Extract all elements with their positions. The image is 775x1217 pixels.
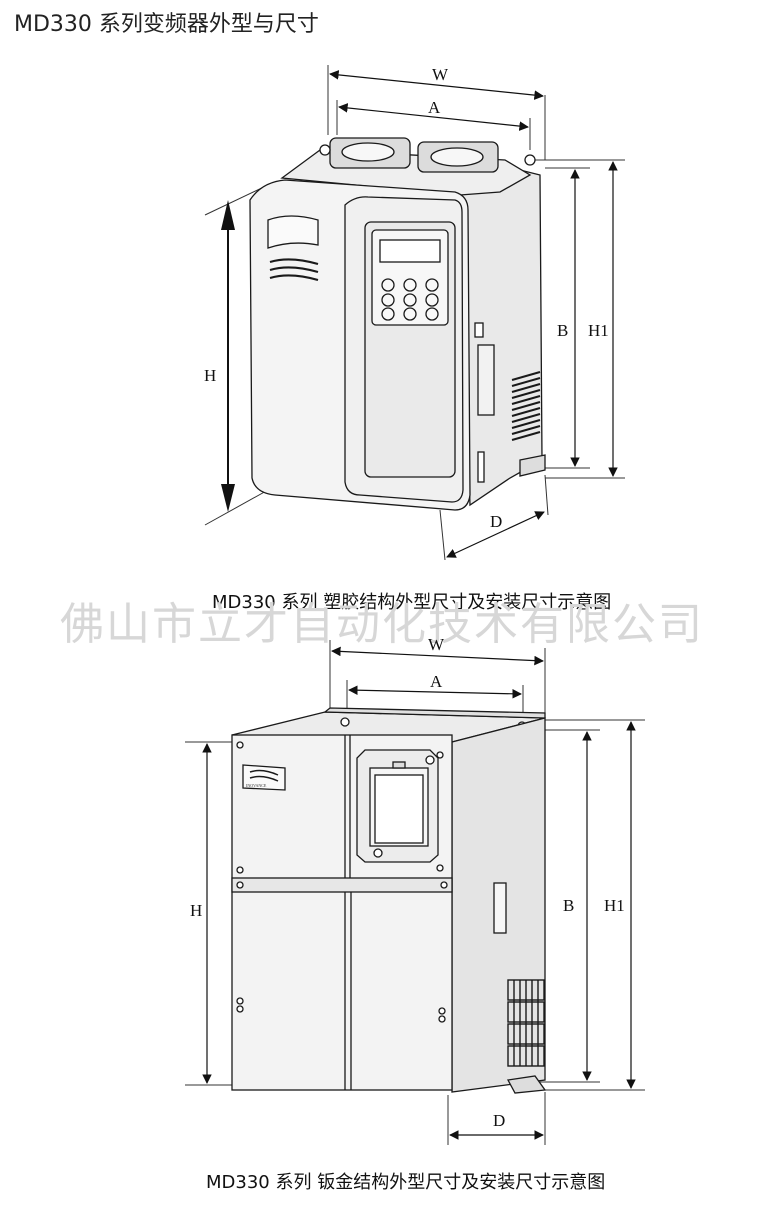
sheet-metal-structure-diagram: W A H B H1 D	[185, 635, 645, 1145]
label-d: D	[493, 1111, 505, 1130]
label-d: D	[490, 512, 502, 531]
sheet-metal-caption: MD330 系列 钣金结构外型尺寸及安装尺寸示意图	[206, 1172, 606, 1193]
logo-text: INOVANCE	[246, 783, 267, 788]
label-b: B	[557, 321, 568, 340]
sheet-metal-inverter-drawing	[231, 707, 547, 1094]
label-h: H	[204, 366, 216, 385]
plastic-structure-diagram: W A H B H1 D	[204, 65, 625, 561]
label-a: A	[430, 672, 443, 691]
label-h: H	[190, 901, 202, 920]
dim-a-line	[338, 103, 529, 131]
label-h1: H1	[588, 321, 609, 340]
plastic-inverter-drawing	[249, 137, 546, 511]
extension-lines	[204, 65, 625, 561]
plastic-caption: MD330 系列 塑胶结构外型尺寸及安装尺寸示意图	[212, 592, 612, 613]
label-a: A	[428, 98, 441, 117]
label-w: W	[432, 65, 449, 84]
page-title: MD330 系列变频器外型与尺寸	[14, 12, 319, 37]
dim-w-line	[329, 70, 544, 100]
label-w: W	[428, 635, 445, 654]
dim-a-line	[348, 685, 522, 699]
label-b: B	[563, 896, 574, 915]
dim-w-line	[331, 646, 544, 666]
label-h1: H1	[604, 896, 625, 915]
dim-h-line	[221, 200, 235, 512]
watermark: 佛山市立才自动化技术有限公司	[60, 599, 704, 650]
dim-d-line	[446, 511, 545, 558]
